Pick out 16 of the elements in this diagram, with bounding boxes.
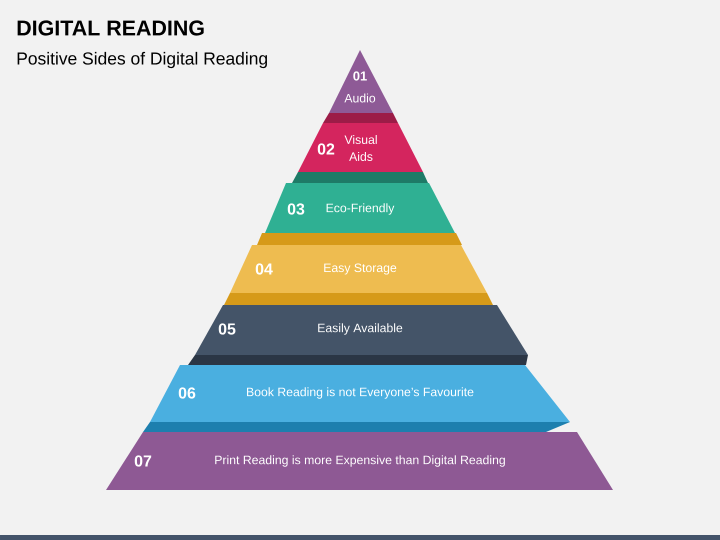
step-number: 05 [218,323,236,335]
step-number: 02 [318,143,334,155]
layer-label: Book Reading is not Everyone’s Favourite [247,387,474,399]
layer-label: Visual Aids [344,135,377,161]
layer-label: Eco-Friendly [326,203,394,215]
layer-label: Audio [344,94,376,102]
layer-label: Easily Available [318,323,402,335]
subtitle: Positive Sides of Digital Reading [18,52,267,68]
step-number: 07 [134,455,152,467]
step-number: 03 [288,203,304,215]
step-number: 06 [178,387,196,399]
layer-label: Easy Storage [324,263,396,275]
step-number: 04 [256,263,273,275]
step-number: 01 [353,71,367,81]
title: DIGITAL READING [18,20,204,36]
layer-label: Print Reading is more Expensive than Digital Reading [215,455,505,467]
